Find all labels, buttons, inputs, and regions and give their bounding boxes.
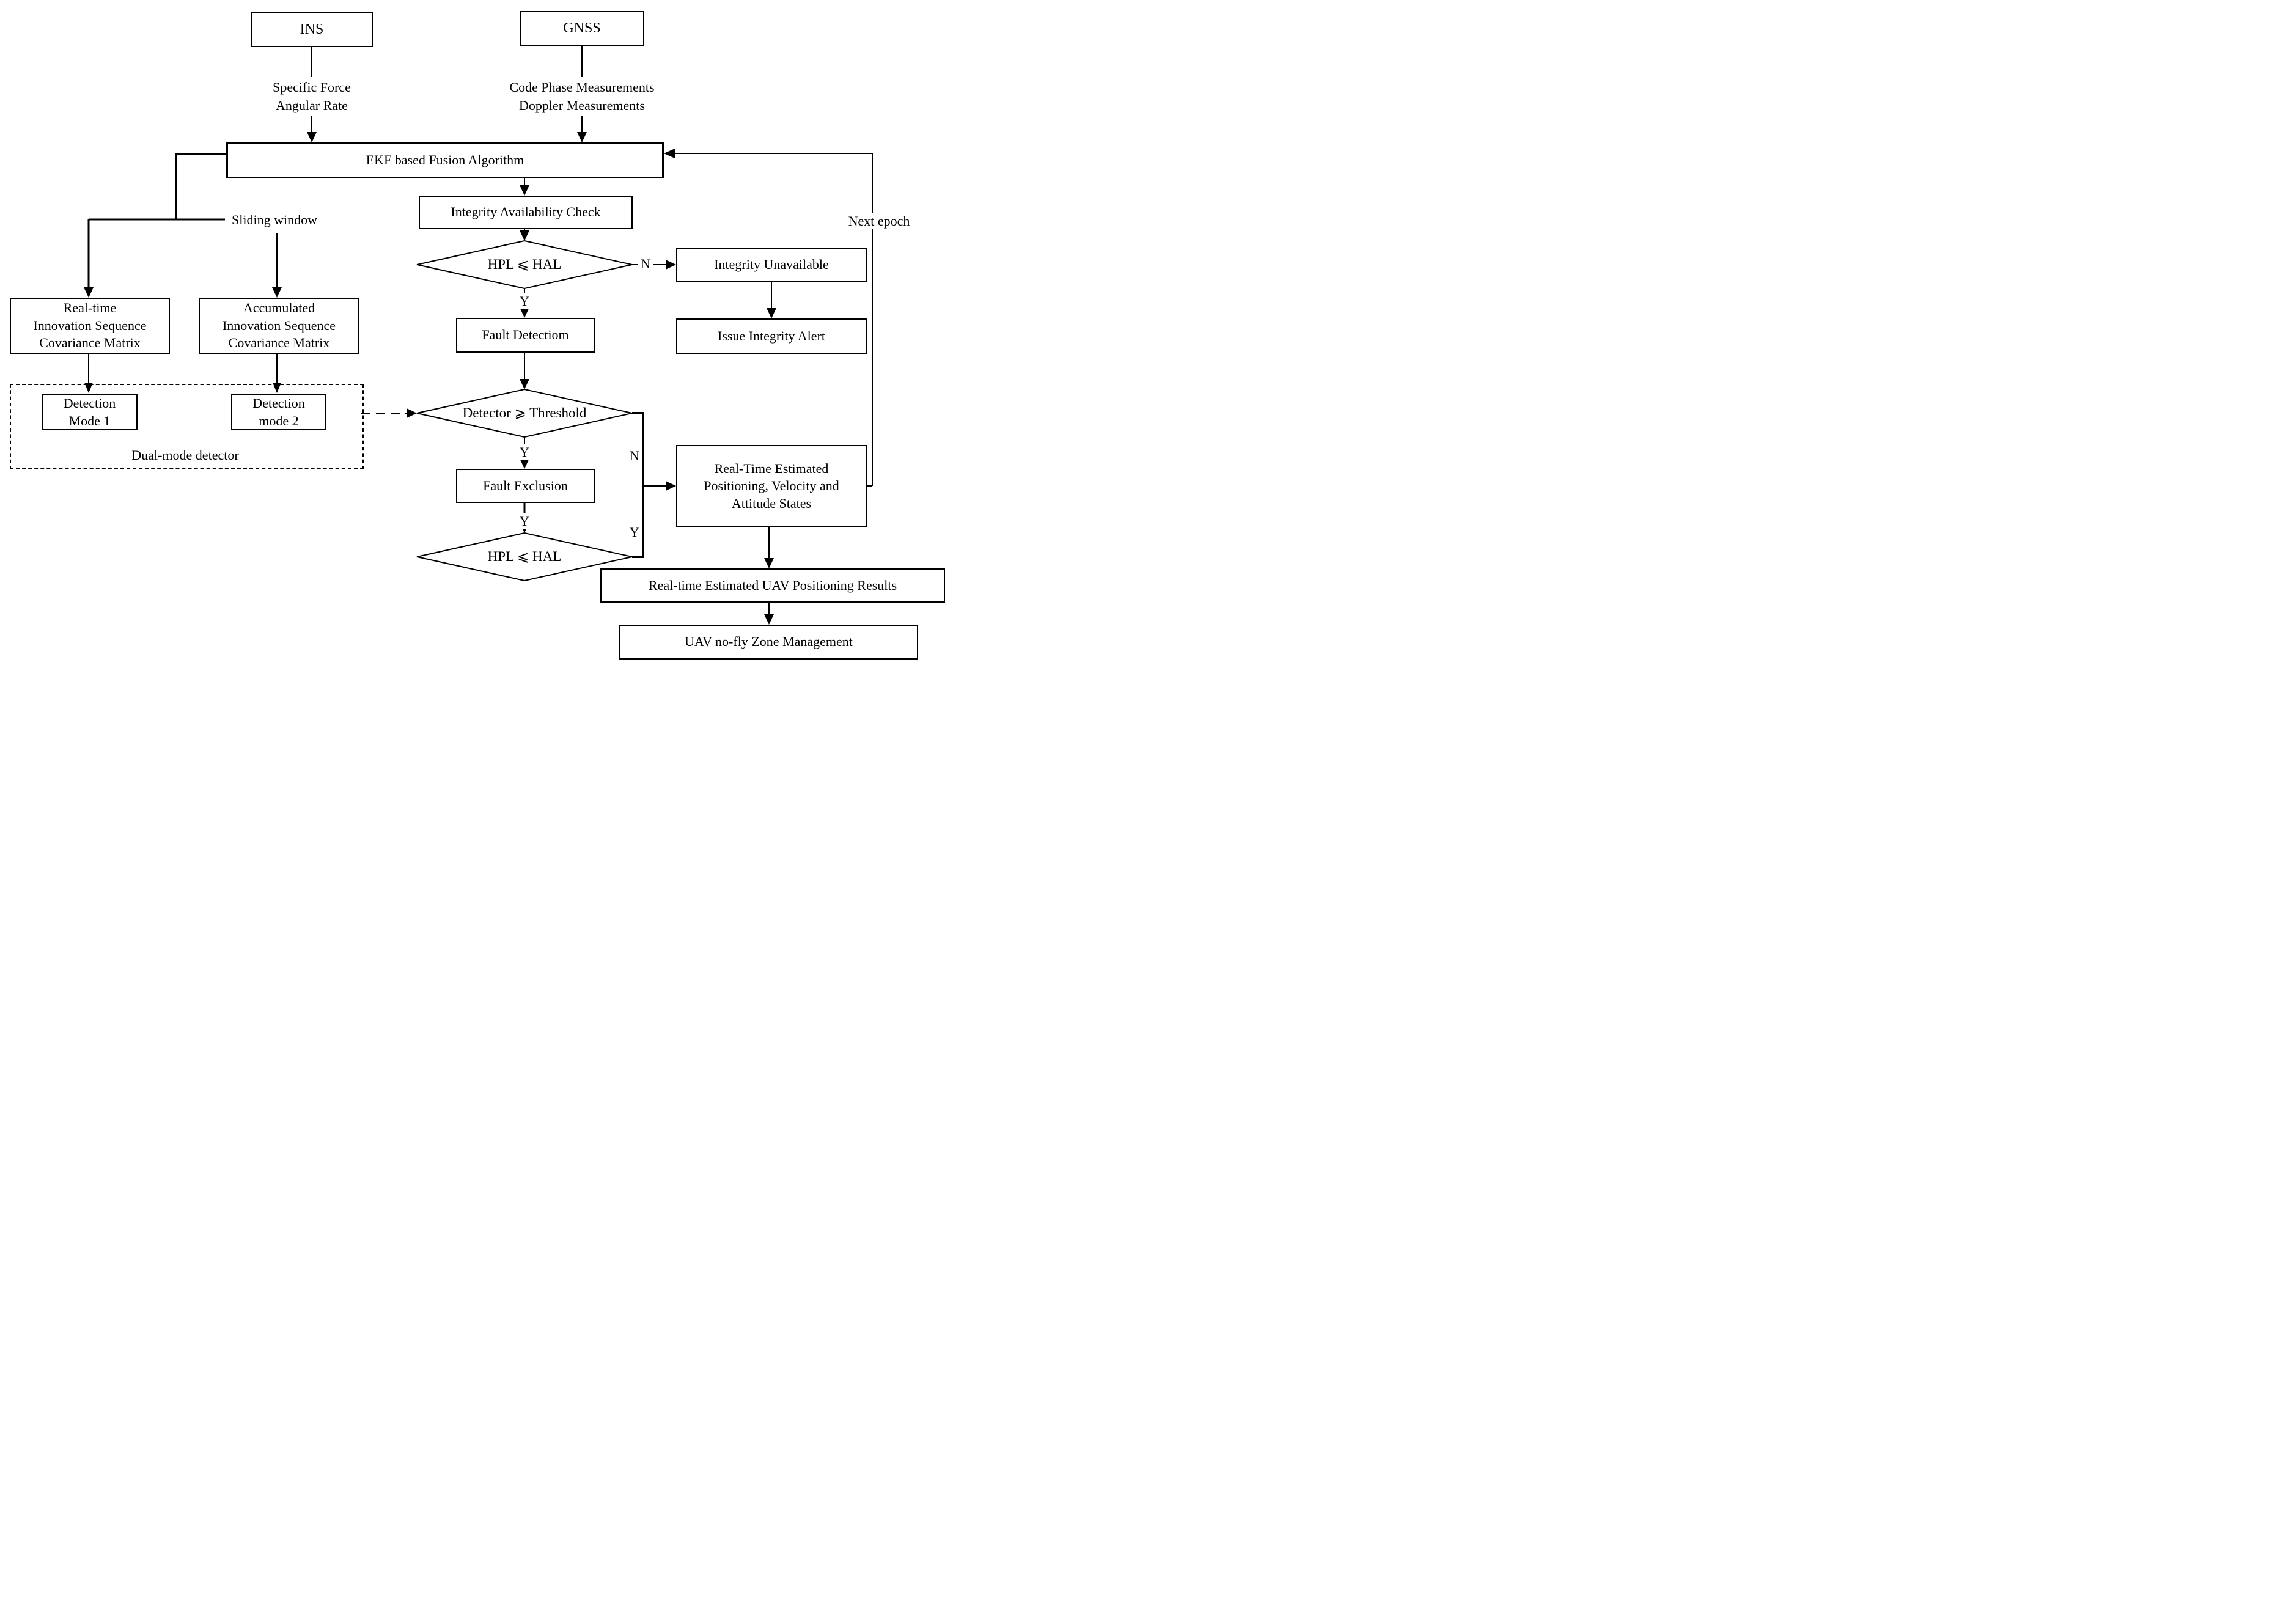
edge-label-fe-yes: Y <box>518 513 531 529</box>
edge-label-d2-no: N <box>628 448 641 464</box>
dual-mode-detector-group <box>10 384 364 469</box>
flowchart-canvas: INS GNSS Specific Force Angular Rate Cod… <box>0 0 945 660</box>
decision-hpl-hal-1: HPL ⩽ HAL <box>487 257 562 272</box>
node-rt-states: Real-Time Estimated Positioning, Velocit… <box>676 445 867 527</box>
sliding-window-label: Sliding window <box>229 212 320 228</box>
node-ins-label: INS <box>300 21 324 37</box>
connector-lines <box>84 46 873 625</box>
node-uav-mgmt: UAV no-fly Zone Management <box>619 625 918 660</box>
node-detection-mode-1: Detection Mode 1 <box>42 394 138 430</box>
node-integrity-availability-check: Integrity Availability Check <box>419 196 633 229</box>
node-detection-mode-2: Detection mode 2 <box>231 394 326 430</box>
node-ekf-label: EKF based Fusion Algorithm <box>366 152 524 168</box>
edge-label-d3-yes: Y <box>628 524 641 540</box>
edge-label-d2-yes: Y <box>518 444 531 460</box>
node-fault-exclusion: Fault Exclusion <box>456 469 595 503</box>
node-gnss: GNSS <box>520 11 644 46</box>
node-accumulated-covariance: Accumulated Innovation Sequence Covarian… <box>199 298 359 354</box>
node-fault-detection: Fault Detectiom <box>456 318 595 353</box>
node-ins: INS <box>251 12 373 47</box>
gnss-output-label: Code Phase Measurements Doppler Measurem… <box>506 77 658 116</box>
decision-detector-threshold: Detector ⩾ Threshold <box>462 405 587 421</box>
ins-output-label: Specific Force Angular Rate <box>269 77 355 116</box>
node-ekf: EKF based Fusion Algorithm <box>226 142 664 178</box>
next-epoch-label: Next epoch <box>845 213 913 229</box>
decision-hpl-hal-2: HPL ⩽ HAL <box>487 549 562 564</box>
edge-label-d1-yes: Y <box>518 293 531 309</box>
edge-label-d1-no: N <box>639 256 652 272</box>
node-gnss-label: GNSS <box>563 20 601 36</box>
node-integrity-unavailable: Integrity Unavailable <box>676 248 867 282</box>
node-realtime-covariance: Real-time Innovation Sequence Covariance… <box>10 298 170 354</box>
node-issue-integrity-alert: Issue Integrity Alert <box>676 318 867 354</box>
dual-mode-detector-caption: Dual-mode detector <box>131 447 239 463</box>
node-rt-results: Real-time Estimated UAV Positioning Resu… <box>600 568 945 603</box>
